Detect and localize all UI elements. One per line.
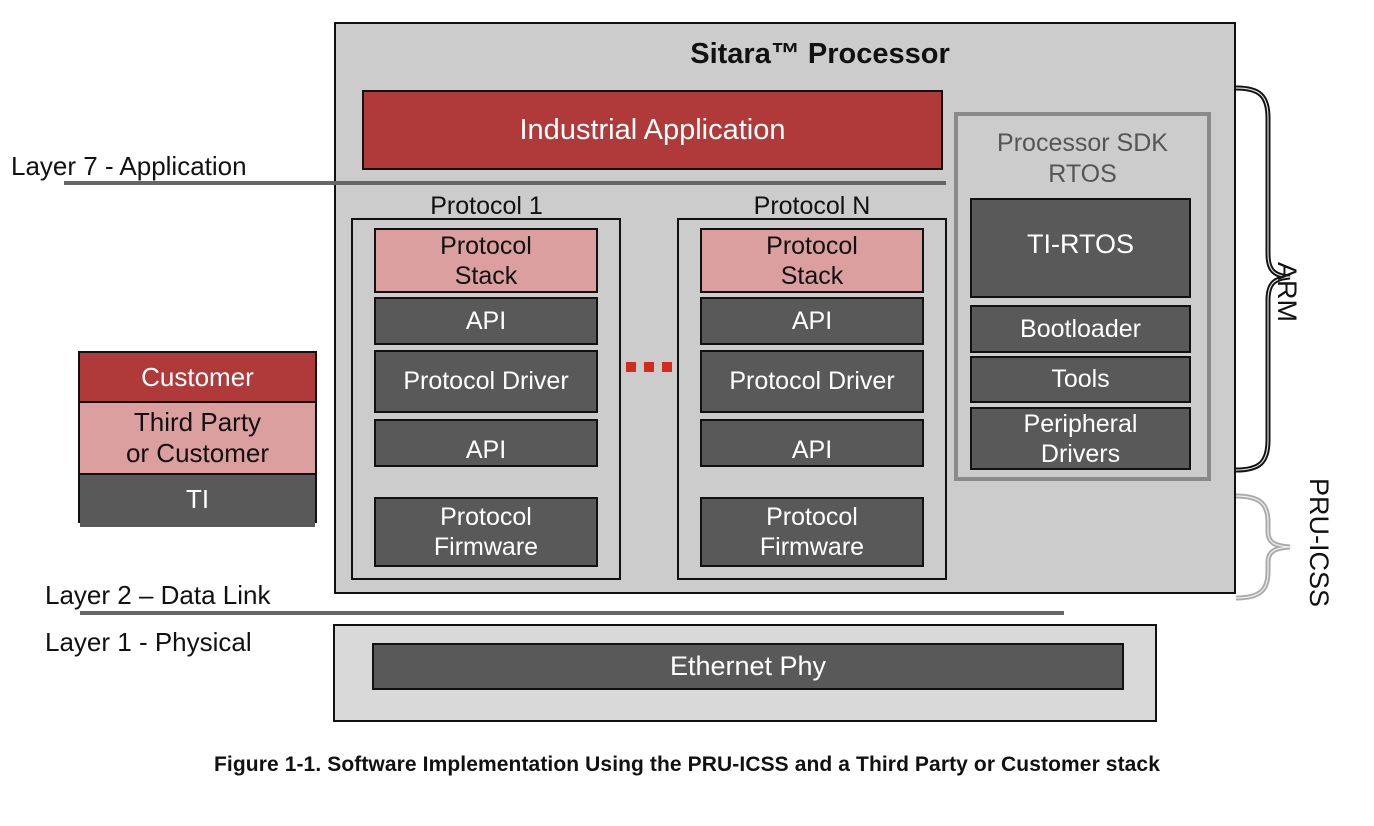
pru-icss-brace-icon — [1235, 493, 1291, 601]
figure-caption: Figure 1-1. Software Implementation Usin… — [213, 753, 1160, 776]
protocol-n-stack: Protocol Stack — [700, 228, 924, 293]
protocol-n-api-lower: API — [700, 419, 924, 467]
arm-brace-icon — [1235, 85, 1291, 473]
pru-icss-label: PRU-ICSS — [1304, 478, 1334, 608]
protocol-1-firmware: Protocol Firmware — [374, 497, 598, 567]
sdk-container — [954, 112, 1211, 481]
protocol-1-api-upper: API — [374, 297, 598, 345]
ellipsis-dots — [626, 362, 672, 372]
layer2-label: Layer 2 – Data Link — [45, 580, 271, 610]
ellipsis-dot — [626, 362, 636, 372]
sdk-title-line2: RTOS — [1048, 160, 1117, 189]
layer7-line — [64, 181, 946, 185]
protocol-n-firmware: Protocol Firmware — [700, 497, 924, 567]
industrial-application-label: Industrial Application — [519, 113, 786, 146]
protocol-n-title: Protocol N — [753, 192, 871, 220]
protocol-1-stack: Protocol Stack — [374, 228, 598, 293]
sdk-tools: Tools — [970, 356, 1191, 403]
sdk-title: Processor SDK RTOS — [954, 128, 1211, 191]
layer7-label: Layer 7 - Application — [11, 151, 247, 181]
legend: Customer Third Party or Customer TI — [78, 351, 317, 527]
layer2-line — [80, 611, 1064, 615]
processor-title: Sitara™ Processor — [690, 38, 950, 70]
arm-label: ARM — [1272, 262, 1302, 322]
protocol-n-container — [677, 218, 947, 580]
protocol-1-api-lower: API — [374, 419, 598, 467]
legend-customer: Customer — [80, 353, 315, 403]
protocol-n-driver: Protocol Driver — [700, 350, 924, 413]
protocol-1-container — [351, 218, 621, 580]
layer1-label: Layer 1 - Physical — [45, 627, 252, 657]
protocol-1-title: Protocol 1 — [430, 192, 543, 220]
sdk-ti-rtos: TI-RTOS — [970, 198, 1191, 298]
sdk-title-line1: Processor SDK — [997, 129, 1168, 157]
legend-third-party: Third Party or Customer — [80, 403, 315, 475]
legend-ti: TI — [80, 475, 315, 527]
ethernet-phy-block: Ethernet Phy — [372, 643, 1124, 690]
sdk-peripheral-drivers: Peripheral Drivers — [970, 407, 1191, 470]
protocol-n-api-upper: API — [700, 297, 924, 345]
ellipsis-dot — [662, 362, 672, 372]
ellipsis-dot — [644, 362, 654, 372]
industrial-application-block: Industrial Application — [362, 90, 943, 170]
sdk-bootloader: Bootloader — [970, 305, 1191, 353]
protocol-1-driver: Protocol Driver — [374, 350, 598, 413]
